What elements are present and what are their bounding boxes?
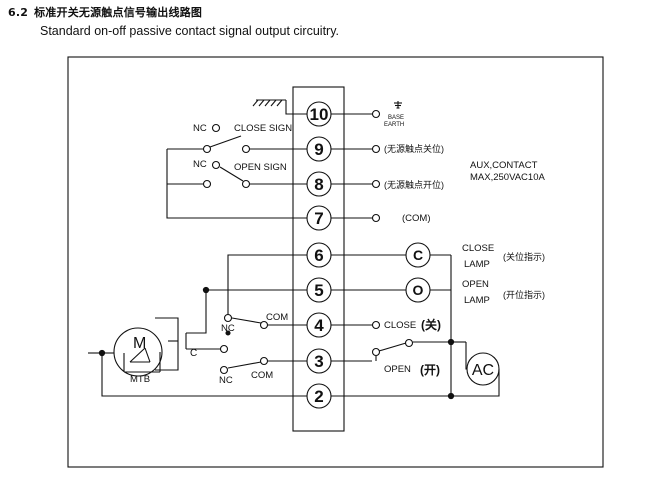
terminal-8: 8 (306, 171, 332, 197)
section-subtitle: Standard on-off passive contact signal o… (40, 24, 340, 38)
selector-close-contact (404, 338, 414, 348)
close-switch-cn-label: (关) (421, 317, 441, 332)
terminal-9-contact (371, 144, 381, 154)
open-limit-com-contact (259, 356, 269, 366)
motor-label: M (133, 335, 146, 352)
com-terminal-label: (COM) (402, 213, 431, 224)
close-sign-com-contact (202, 144, 212, 154)
terminal-2-label: 2 (314, 387, 323, 406)
close-lamp-label-2: LAMP (464, 259, 490, 270)
close-lamp-cn-label: (关位指示) (503, 251, 545, 262)
open-sign-com-contact (202, 179, 212, 189)
mtb-label: MTB (130, 374, 150, 385)
open-sign-nc-contact (211, 160, 221, 170)
base-earth-icon (394, 101, 402, 109)
nc-label-limit-open: NC (219, 375, 233, 386)
base-earth-label-2: EARTH (384, 122, 404, 128)
terminal-6-label: 6 (314, 246, 323, 265)
open-lamp-cn-label: (开位指示) (503, 289, 545, 300)
open-lamp-label-2: LAMP (464, 295, 490, 306)
selector-com-contact (371, 347, 381, 357)
capacitor-label: C (190, 348, 197, 359)
diagram-frame (67, 56, 604, 468)
close-lamp-label-1: CLOSE (462, 243, 494, 254)
junction-dot (202, 286, 210, 294)
terminal-block (292, 86, 345, 432)
terminal-5-label: 5 (314, 281, 323, 300)
close-lamp-icon: C (405, 242, 431, 268)
terminal-4: 4 (306, 312, 332, 338)
nc-label-close: NC (193, 123, 207, 134)
open-lamp-symbol: O (413, 282, 424, 298)
open-sign-no-contact (241, 179, 251, 189)
motor-icon (102, 327, 163, 377)
open-limit-nc-contact (219, 365, 229, 375)
nc-label-limit-close: NC (221, 323, 235, 334)
base-earth-label-1: BASE (388, 115, 404, 121)
open-lamp-icon: O (405, 277, 431, 303)
close-contact-cn-label: (无源触点关位) (384, 143, 444, 154)
open-lamp-label-1: OPEN (462, 279, 489, 290)
aux-contact-label-1: AUX,CONTACT (470, 160, 538, 171)
terminal-9: 9 (306, 136, 332, 162)
terminal-10: 10 (306, 101, 332, 127)
ac-label: AC (472, 362, 494, 379)
terminal-7: 7 (306, 205, 332, 231)
section-title-cn: 标准开关无源触点信号输出线路图 (34, 6, 203, 19)
terminal-10-label: 10 (310, 105, 329, 124)
open-limit-no-contact (219, 344, 229, 354)
terminal-2: 2 (306, 383, 332, 409)
section-heading: 6.2 标准开关无源触点信号输出线路图 (8, 4, 202, 20)
capacitor-icon (168, 333, 187, 349)
terminal-10-contact (371, 109, 381, 119)
terminal-8-contact (371, 179, 381, 189)
terminal-9-label: 9 (314, 140, 323, 159)
section-number: 6.2 (8, 6, 29, 19)
terminal-5: 5 (306, 277, 332, 303)
terminal-3-label: 3 (314, 352, 323, 371)
aux-contact-label-2: MAX,250VAC10A (470, 172, 545, 183)
open-switch-cn-label: (开) (420, 363, 440, 377)
close-lamp-symbol: C (413, 247, 423, 263)
com-label-close: COM (266, 312, 288, 323)
close-limit-com-contact (259, 320, 269, 330)
terminal-4-label: 4 (314, 316, 324, 335)
ac-source-icon: AC (466, 352, 500, 386)
terminal-7-contact (371, 213, 381, 223)
terminal-7-label: 7 (314, 209, 323, 228)
close-switch-label: CLOSE (384, 320, 416, 331)
com-label-open: COM (251, 370, 273, 381)
close-switch-contact (371, 320, 381, 330)
close-limit-nc-contact (223, 313, 233, 323)
open-switch-label: OPEN (384, 364, 411, 375)
terminal-8-label: 8 (314, 175, 323, 194)
terminal-3: 3 (306, 348, 332, 374)
open-contact-cn-label: (无源触点开位) (384, 179, 444, 190)
close-sign-no-contact (241, 144, 251, 154)
ground-left-icon (252, 99, 307, 115)
open-sign-label: OPEN SIGN (234, 162, 287, 173)
close-sign-nc-contact (211, 123, 221, 133)
close-sign-label: CLOSE SIGN (234, 123, 292, 134)
terminal-6: 6 (306, 242, 332, 268)
nc-label-open: NC (193, 159, 207, 170)
